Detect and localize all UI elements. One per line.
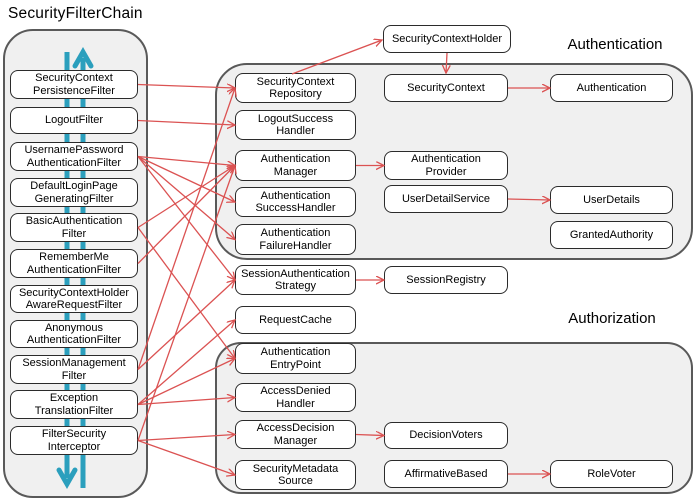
- node-label-line: AuthenticationFilter: [26, 334, 122, 346]
- node-label-line: Handler: [276, 397, 315, 410]
- node-label-line: Authentication: [576, 81, 647, 94]
- node-label-line: SessionRegistry: [406, 273, 486, 286]
- node-label-line: AffirmativeBased: [404, 467, 488, 480]
- node-label-line: Handler: [276, 125, 315, 137]
- node-label-line: AuthenticationFilter: [26, 263, 122, 276]
- node-label-line: RequestCache: [259, 313, 332, 326]
- node-dv: DecisionVoters: [384, 422, 508, 449]
- node-label-line: Repository: [269, 88, 322, 100]
- node-label-line: SecurityContext: [256, 75, 335, 88]
- node-label-line: UserDetails: [583, 193, 640, 206]
- node-label-line: Filter: [61, 369, 87, 382]
- node-label-line: SecurityContextHolder: [18, 286, 130, 299]
- node-label-line: DefaultLoginPage: [30, 180, 118, 192]
- node-label-line: AuthenticationFilter: [26, 156, 122, 169]
- node-label-line: AwareRequestFilter: [25, 299, 123, 311]
- node-label-line: AccessDenied: [260, 385, 331, 397]
- node-label-line: AccessDecision: [256, 422, 335, 434]
- node-label-line: SecurityContextHolder: [391, 32, 503, 45]
- node-rv: RoleVoter: [550, 460, 673, 488]
- container-label-authorization: Authorization: [568, 310, 656, 327]
- node-label-line: PersistenceFilter: [33, 84, 115, 97]
- node-label-line: Manager: [273, 434, 318, 447]
- node-label-line: FailureHandler: [259, 239, 332, 252]
- node-label-line: SessionAuthentication: [241, 267, 350, 280]
- node-label-line: TranslationFilter: [34, 404, 114, 417]
- node-authn: Authentication: [550, 74, 673, 102]
- node-sreg: SessionRegistry: [384, 266, 508, 294]
- container-label-authentication: Authentication: [567, 36, 663, 53]
- node-label-line: FilterSecurity: [41, 428, 107, 440]
- node-label-line: Provider: [425, 165, 467, 178]
- node-holder: SecurityContextHolder: [383, 25, 511, 53]
- node-ga: GrantedAuthority: [550, 221, 673, 249]
- node-label-line: LogoutSuccess: [257, 112, 334, 125]
- node-uds: UserDetailService: [384, 185, 508, 213]
- node-label-line: BasicAuthentication: [25, 215, 123, 227]
- node-label-line: SecurityContext: [407, 81, 485, 94]
- node-label-line: Authentication: [411, 153, 481, 165]
- node-label-line: Authentication: [260, 189, 331, 202]
- node-rc: RequestCache: [235, 306, 356, 334]
- node-label-line: RememberMe: [39, 251, 109, 263]
- node-label-line: Manager: [273, 165, 318, 178]
- node-logout: LogoutFilter: [10, 107, 138, 134]
- node-label-line: Anonymous: [44, 321, 104, 334]
- node-label-line: RoleVoter: [587, 467, 636, 480]
- node-label-line: SecurityMetadata: [252, 462, 339, 475]
- node-label-line: Source: [278, 475, 313, 487]
- node-label-line: Filter: [61, 227, 87, 240]
- node-sc: SecurityContext: [384, 74, 508, 102]
- node-label-line: DecisionVoters: [409, 429, 483, 442]
- node-label-line: Authentication: [260, 153, 331, 165]
- node-label-line: Authentication: [260, 227, 331, 239]
- node-label-line: EntryPoint: [270, 358, 321, 371]
- node-label-line: Authentication: [260, 346, 331, 358]
- node-label-line: SuccessHandler: [255, 202, 336, 214]
- node-label-line: LogoutFilter: [44, 114, 104, 127]
- node-label-line: UserDetailService: [401, 192, 491, 205]
- node-ab: AffirmativeBased: [384, 460, 508, 488]
- node-label-line: UsernamePassword: [24, 144, 124, 156]
- node-label-line: Exception: [49, 392, 99, 404]
- node-ud: UserDetails: [550, 186, 673, 214]
- node-label-line: SessionManagement: [22, 357, 126, 369]
- node-label-line: Strategy: [275, 280, 316, 292]
- node-label-line: GeneratingFilter: [34, 192, 114, 205]
- node-label-line: SecurityContext: [35, 72, 113, 84]
- diagram-title: SecurityFilterChain: [8, 5, 143, 22]
- node-label-line: Interceptor: [47, 440, 101, 453]
- node-label-line: GrantedAuthority: [569, 228, 654, 241]
